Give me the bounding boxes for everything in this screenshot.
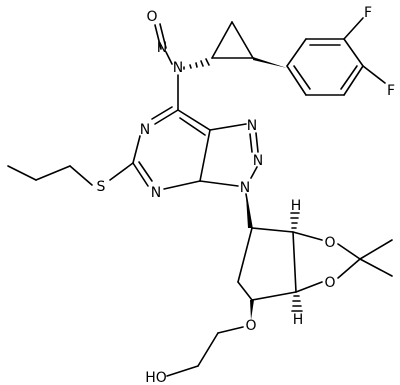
atom-n-tri3: N — [240, 180, 250, 196]
cyclopentane-ring — [237, 193, 297, 320]
atom-o-nitroso: O — [146, 9, 157, 25]
atom-h-top: H — [291, 198, 302, 214]
atom-ho: HO — [145, 370, 167, 385]
pyrimidine-ring — [132, 74, 211, 190]
difluorophenyl-ring — [286, 17, 386, 96]
hydroxyethoxy-chain — [166, 326, 244, 377]
atom-o-dioxolane-top: O — [324, 235, 335, 251]
atom-h-bottom: H — [293, 312, 304, 328]
hashed-wedge-n-cp — [183, 58, 210, 70]
atom-s: S — [97, 179, 106, 195]
hashed-wedge-h-bottom — [291, 295, 303, 312]
nitroso-group — [154, 23, 173, 65]
atom-n-nitroso: N — [157, 40, 167, 56]
cyclopropyl-ring — [183, 21, 287, 70]
dioxolane-ring — [290, 212, 393, 312]
bold-wedge-cp-aryl — [253, 57, 287, 68]
hashed-wedge-h-top — [290, 212, 300, 229]
atom-o-dioxolane-bottom: O — [324, 275, 335, 291]
propylthio-chain — [7, 162, 134, 186]
bold-wedge-c4-o — [250, 300, 254, 320]
atom-f-bottom: F — [387, 83, 395, 99]
atom-n-pyr3: N — [151, 185, 161, 201]
atom-labels: O N N F F N N N N N S O O O HO H H — [97, 5, 395, 385]
bold-wedge-c1 — [246, 196, 252, 228]
atom-f-top: F — [364, 5, 372, 21]
atom-o-ether: O — [245, 318, 256, 334]
atom-n-tri1: N — [247, 118, 257, 134]
atom-n-tri2: N — [253, 153, 263, 169]
atom-n-amine: N — [173, 60, 183, 76]
atom-n-pyr1: N — [140, 122, 150, 138]
triazole-ring — [199, 123, 259, 187]
